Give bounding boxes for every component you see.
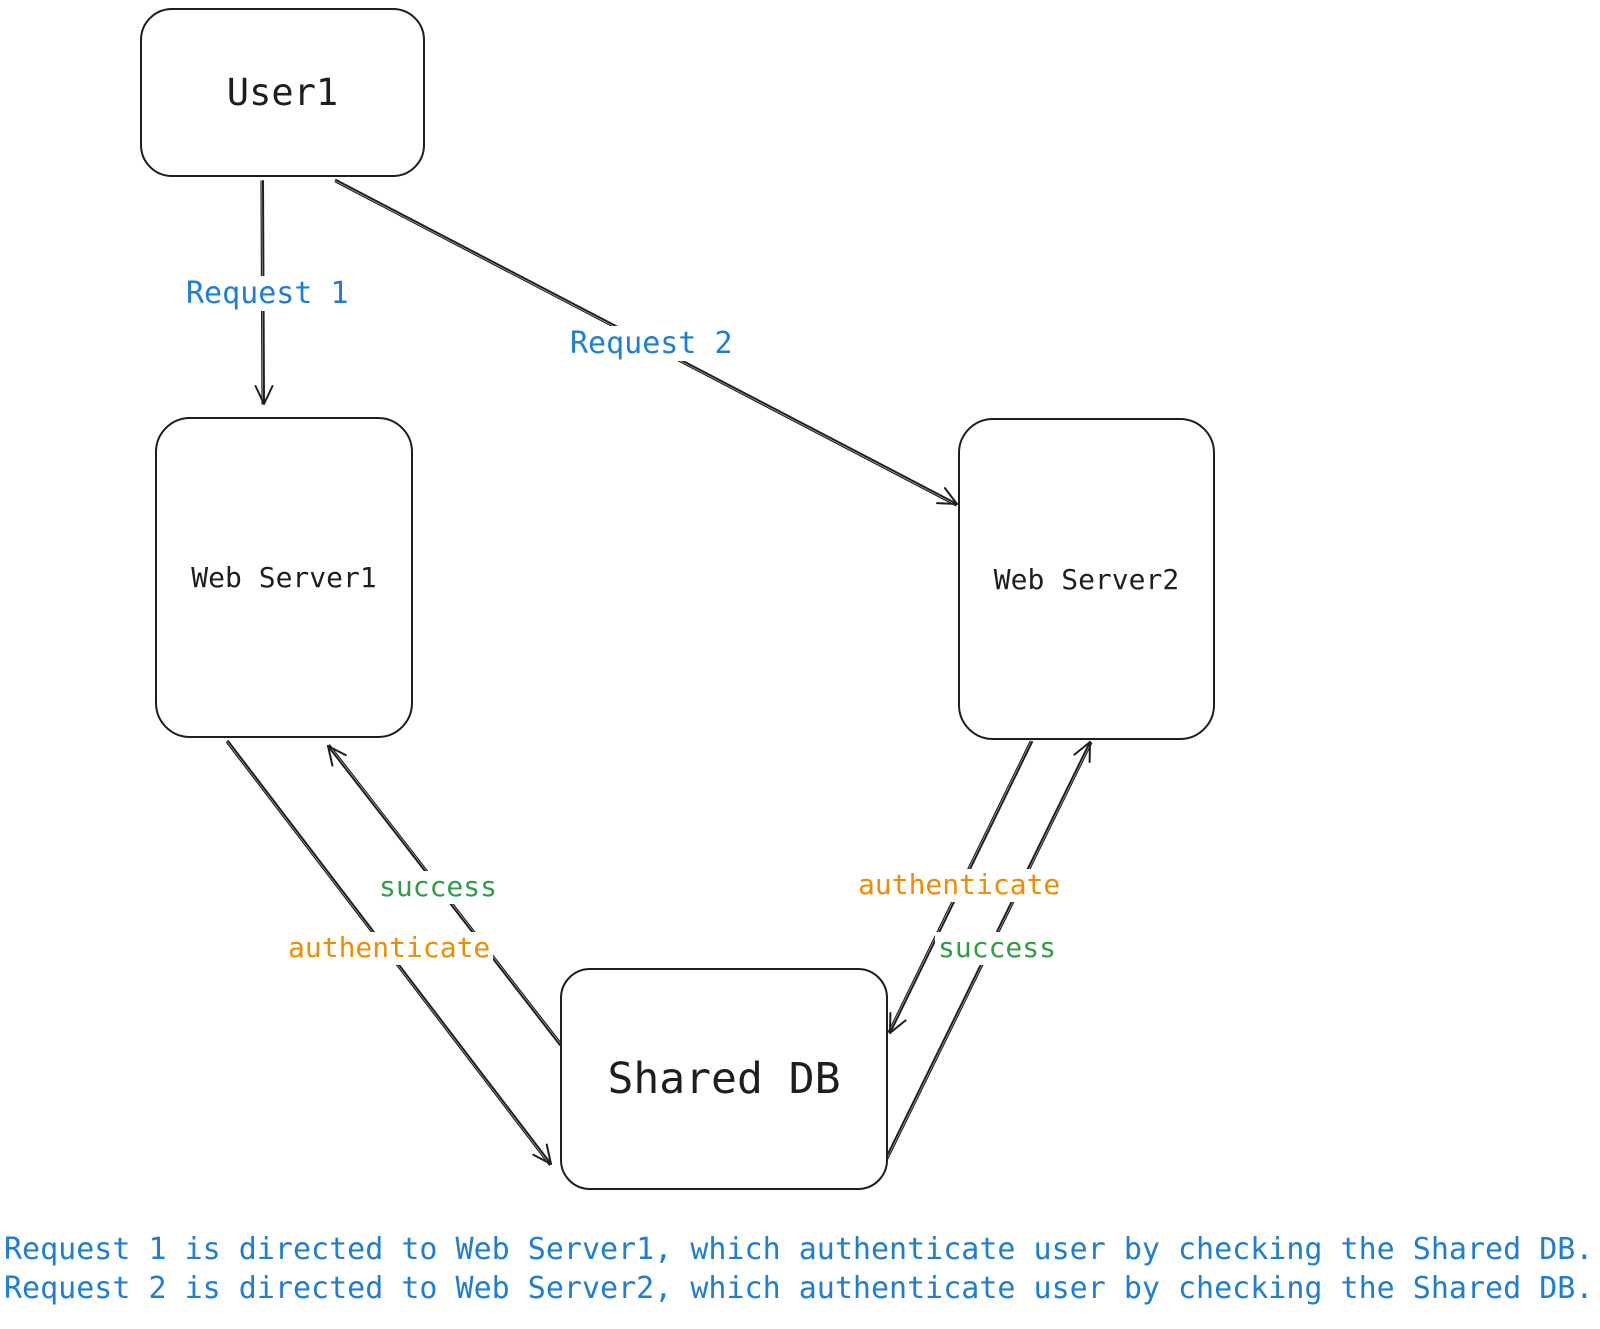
node-shared-db: Shared DB [560,968,888,1190]
node-web-server2-label: Web Server2 [993,562,1180,596]
node-user1: User1 [140,8,425,177]
node-web-server2: Web Server2 [958,418,1215,740]
node-user1-label: User1 [226,71,339,114]
edge-label-success-right: success [935,932,1060,965]
caption-line-1: Request 1 is directed to Web Server1, wh… [4,1232,1594,1267]
node-web-server1-label: Web Server1 [191,561,377,594]
edge-label-request-1: Request 1 [183,276,352,311]
edge-label-authenticate-right: authenticate [855,869,1064,902]
node-web-server1: Web Server1 [155,417,413,738]
edge-label-authenticate-left: authenticate [285,932,494,965]
caption-line-2: Request 2 is directed to Web Server2, wh… [4,1271,1594,1306]
node-shared-db-label: Shared DB [607,1054,841,1104]
edge-label-request-2: Request 2 [567,326,736,361]
edge-label-success-left: success [376,871,501,904]
caption: Request 1 is directed to Web Server1, wh… [4,1230,1593,1308]
